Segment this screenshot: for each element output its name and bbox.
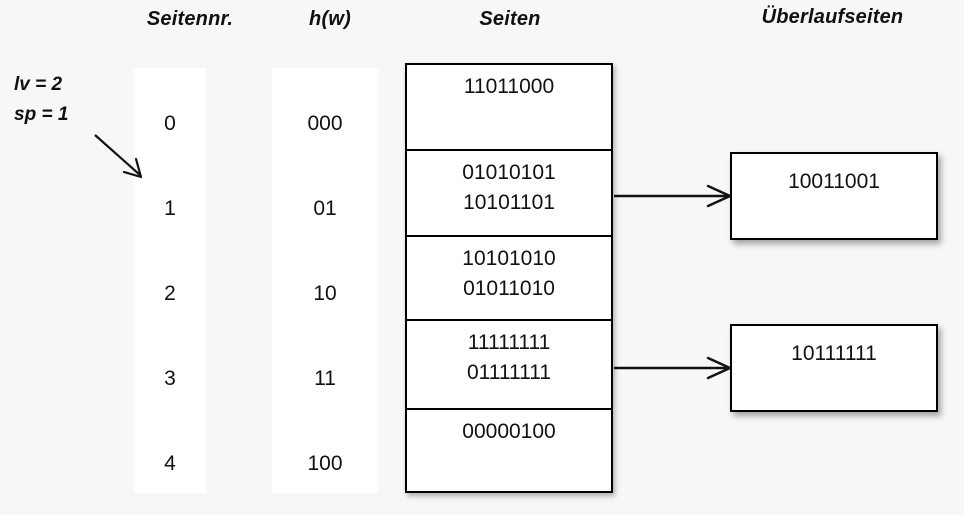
overflow-box-0: 10011001 bbox=[730, 152, 938, 240]
page-record-1-0: 01010101 bbox=[462, 161, 556, 184]
page-number-cell-1: 1 bbox=[164, 197, 176, 220]
pages-table: 11011000 01010101 10101101 10101010 0101… bbox=[405, 63, 613, 493]
page-record-2-1: 01011010 bbox=[463, 277, 555, 300]
page-row-2: 10101010 01011010 bbox=[407, 235, 611, 319]
hash-value-cell-0: 000 bbox=[307, 112, 343, 135]
hash-value-cell-3: 11 bbox=[314, 367, 336, 390]
column-header-page-number: Seitennr. bbox=[146, 8, 234, 30]
overflow-record-1-0: 10111111 bbox=[791, 342, 877, 365]
hash-value-cell-2: 10 bbox=[313, 282, 337, 305]
page-number-cell-4: 4 bbox=[164, 452, 176, 475]
hash-value-column: 000 01 10 11 100 bbox=[272, 68, 378, 493]
page-row-3: 11111111 01111111 bbox=[407, 319, 611, 408]
page-number-cell-0: 0 bbox=[164, 112, 176, 135]
split-pointer-parameter-label: sp = 1 bbox=[14, 104, 69, 125]
page-record-1-1: 10101101 bbox=[463, 191, 555, 214]
page-record-2-0: 10101010 bbox=[462, 247, 556, 270]
page-record-3-0: 11111111 bbox=[467, 331, 551, 354]
page-record-0-0: 11011000 bbox=[463, 75, 555, 98]
page-row-4: 00000100 bbox=[407, 408, 611, 491]
overflow-arrow-page-1 bbox=[614, 184, 732, 208]
level-parameter-label: lv = 2 bbox=[14, 74, 63, 95]
page-number-column: 0 1 2 3 4 bbox=[134, 68, 206, 493]
overflow-box-1: 10111111 bbox=[730, 324, 938, 412]
parameter-block: lv = 2 sp = 1 bbox=[14, 70, 68, 130]
page-number-cell-2: 2 bbox=[164, 282, 176, 305]
column-header-overflow-pages: Überlaufseiten bbox=[761, 6, 904, 28]
page-record-4-0: 00000100 bbox=[462, 420, 556, 443]
hash-value-cell-1: 01 bbox=[313, 197, 337, 220]
page-record-3-1: 01111111 bbox=[466, 361, 552, 384]
overflow-arrow-page-3 bbox=[614, 356, 732, 380]
page-row-0: 11011000 bbox=[407, 65, 611, 149]
column-header-hash: h(w) bbox=[309, 8, 351, 30]
hash-value-cell-4: 100 bbox=[307, 452, 343, 475]
column-header-pages: Seiten bbox=[479, 8, 541, 30]
page-row-1: 01010101 10101101 bbox=[407, 149, 611, 235]
overflow-record-0-0: 10011001 bbox=[788, 170, 880, 193]
page-number-cell-3: 3 bbox=[164, 367, 176, 390]
